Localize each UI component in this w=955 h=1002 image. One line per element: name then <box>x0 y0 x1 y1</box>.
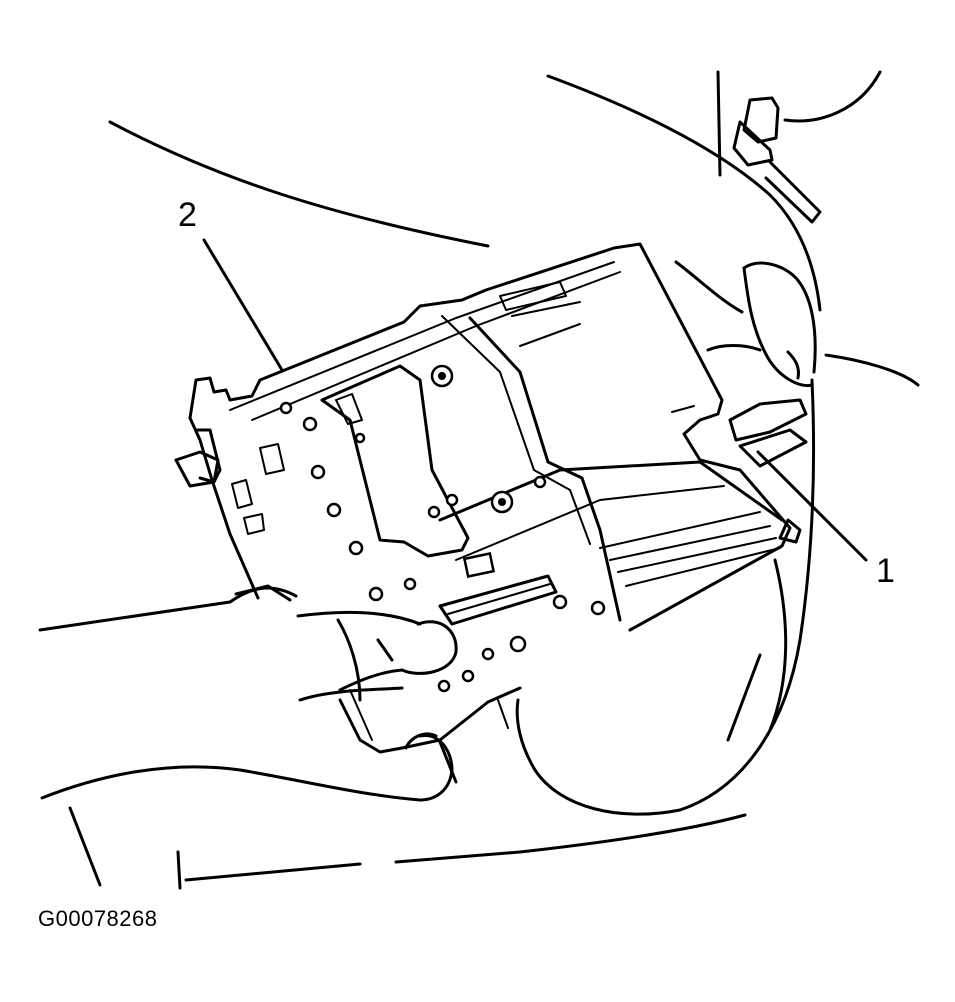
leader-line-1 <box>756 450 868 562</box>
leader-line-2 <box>202 238 284 372</box>
callout-2: 2 <box>178 196 197 234</box>
right-hand <box>674 260 817 388</box>
radio-chassis <box>174 242 792 754</box>
figure-id: G00078268 <box>38 906 158 931</box>
retaining-clip <box>728 96 822 544</box>
left-hands <box>228 584 458 802</box>
dashboard-outline <box>38 70 920 890</box>
leader-lines <box>202 238 868 562</box>
callout-1: 1 <box>876 552 895 590</box>
